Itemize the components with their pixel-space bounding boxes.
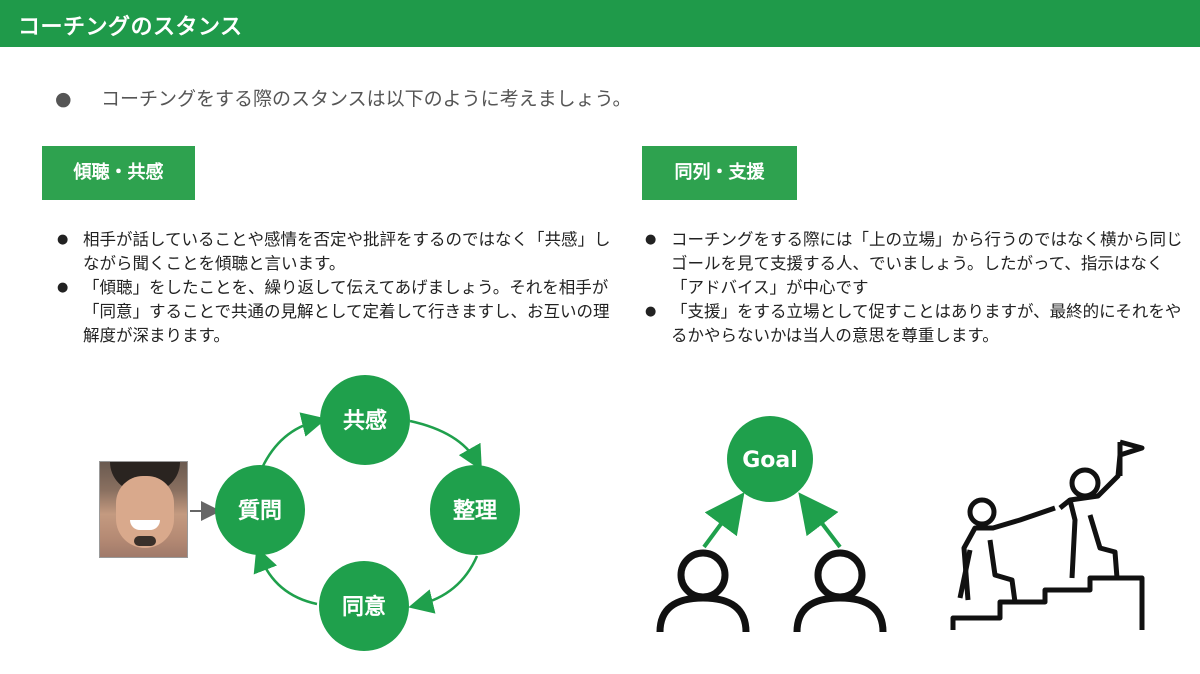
person-photo — [99, 461, 188, 558]
list-item: 「傾聴」をしたことを、繰り返して伝えてあげましょう。それを相手が「同意」すること… — [57, 276, 617, 348]
slide-header: コーチングのスタンス — [0, 0, 1200, 47]
flag-icon — [1119, 439, 1145, 458]
circle-empathy — [320, 375, 410, 465]
stairs-climbers-icon — [950, 439, 1145, 630]
list-item: コーチングをする際には「上の立場」から行うのではなく横から同じゴールを見て支援す… — [645, 228, 1190, 300]
right-bullets: コーチングをする際には「上の立場」から行うのではなく横から同じゴールを見て支援す… — [645, 228, 1190, 348]
label-empathy: 共感 — [343, 408, 387, 434]
label-organize: 整理 — [453, 498, 497, 524]
list-item: 「支援」をする立場として促すことはありますが、最終的にそれをやるかやらないかは当… — [645, 300, 1190, 348]
slide-title: コーチングのスタンス — [18, 15, 243, 40]
person-icon — [656, 549, 750, 633]
arrow-icon — [409, 419, 482, 471]
list-item: 相手が話していることや感情を否定や批評をするのではなく「共感」しながら聞くことを… — [57, 228, 617, 276]
label-agreement: 同意 — [342, 594, 386, 620]
arrow-icon — [408, 555, 479, 614]
label-question: 質問 — [238, 499, 282, 524]
intro-line: ● コーチングをする際のスタンスは以下のように考えましょう。 — [55, 84, 631, 111]
tag-support: 同列・支援 — [642, 146, 797, 200]
left-bullets: 相手が話していることや感情を否定や批評をするのではなく「共感」しながら聞くことを… — [57, 228, 617, 348]
goal-circle — [727, 416, 813, 502]
goal-label: Goal — [742, 448, 798, 473]
arrow-icon — [798, 492, 842, 549]
person-icon — [793, 549, 887, 633]
arrow-icon — [253, 546, 318, 606]
arrow-icon — [702, 492, 745, 549]
intro-text: コーチングをする際のスタンスは以下のように考えましょう。 — [101, 88, 632, 110]
circle-agreement — [319, 561, 409, 651]
intro-bullet: ● — [55, 88, 72, 110]
arrow-icon — [260, 412, 327, 469]
tag-listening-empathy: 傾聴・共感 — [42, 146, 195, 200]
circle-organize — [430, 465, 520, 555]
circle-question — [215, 465, 305, 555]
